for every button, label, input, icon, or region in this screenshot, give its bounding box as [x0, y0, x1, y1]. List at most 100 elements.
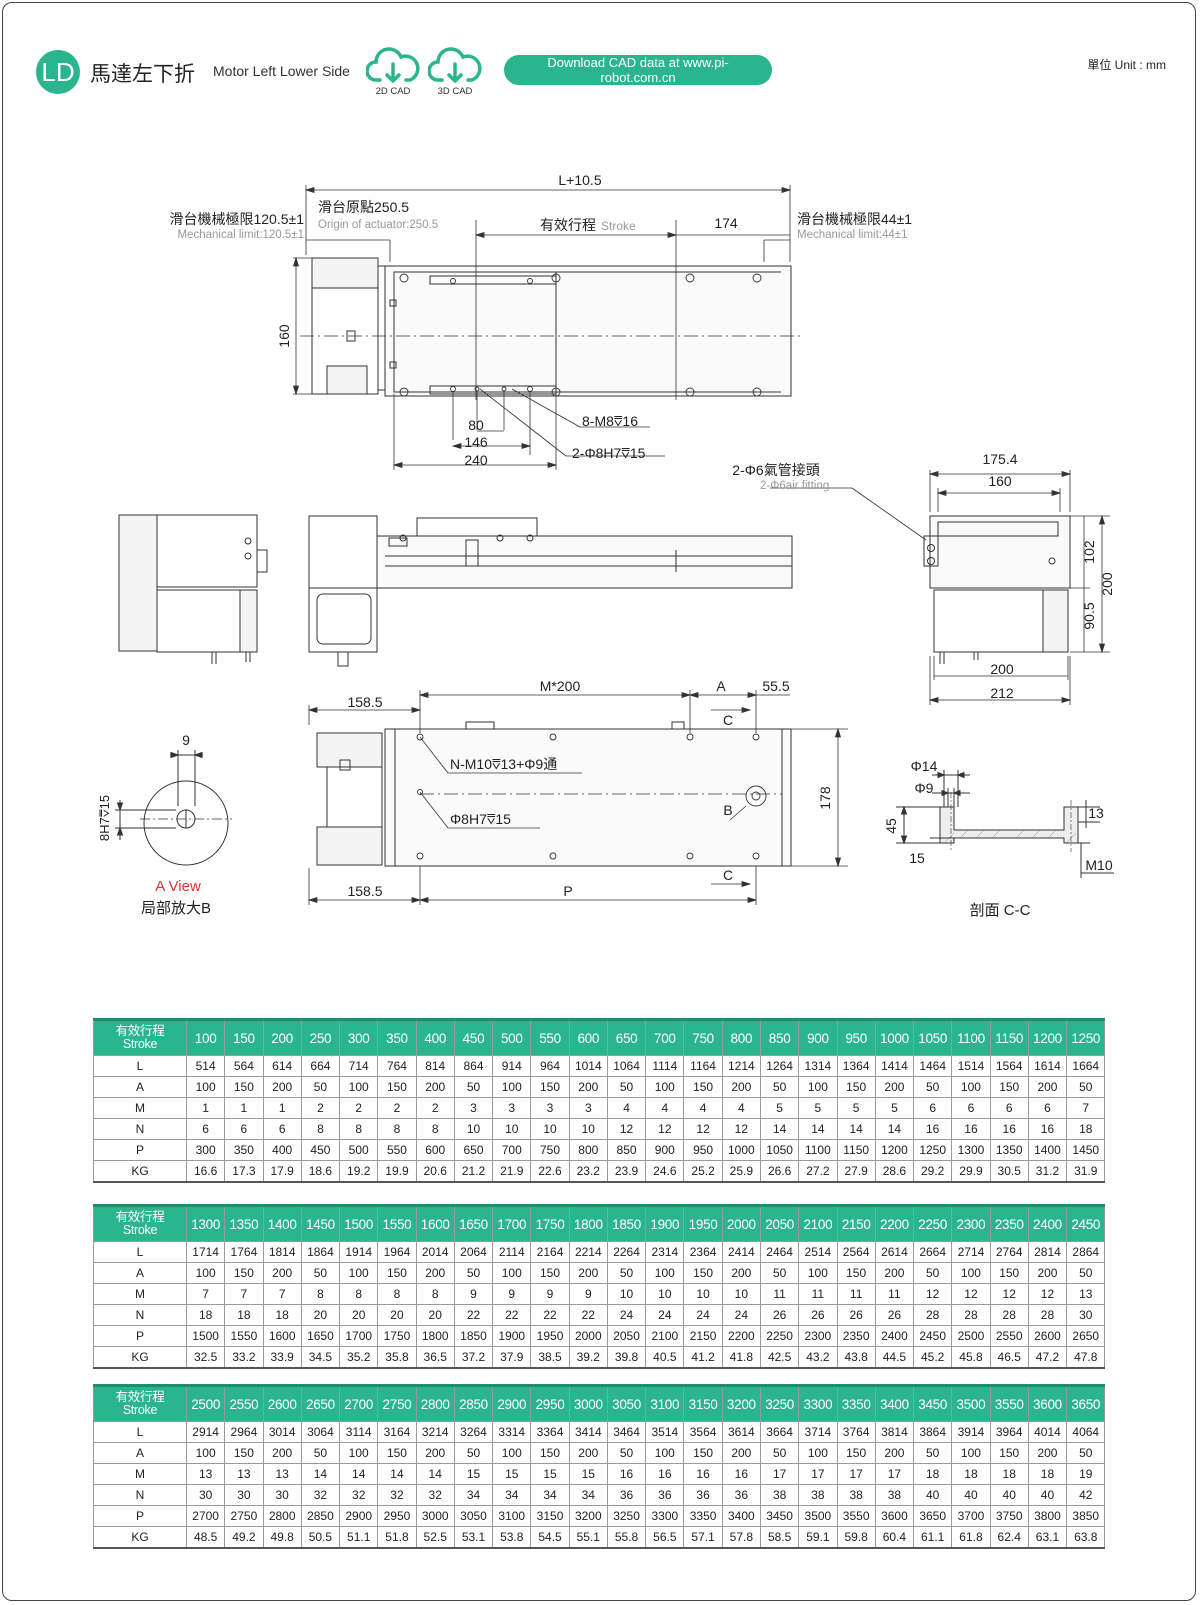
stroke-value: 1050: [913, 1018, 953, 1056]
table-cell: 36: [721, 1484, 761, 1506]
table-cell: 3700: [951, 1505, 991, 1527]
stroke-value: 400: [415, 1018, 455, 1056]
top-view-labels: L+10.5 滑台機械極限120.5±1 Mechanical limit:12…: [169, 172, 912, 468]
dim-160: 160: [276, 324, 292, 348]
table-cell: 32.5: [185, 1346, 226, 1369]
table-cell: 3364: [530, 1421, 570, 1443]
header: LD 馬達左下折 Motor Left Lower Side 2D CAD 3D…: [36, 47, 1166, 97]
table-cell: 59.8: [836, 1526, 876, 1549]
table-cell: 1164: [683, 1055, 723, 1077]
table-cell: 2414: [721, 1241, 761, 1263]
table-cell: 2164: [530, 1241, 570, 1263]
table-cell: 200: [721, 1076, 761, 1098]
table-cell: 39.2: [568, 1346, 608, 1369]
table-cell: 10: [606, 1283, 647, 1305]
table-cell: 3864: [913, 1421, 953, 1443]
cad-2d-download[interactable]: 2D CAD: [365, 46, 420, 98]
stroke-value: 3150: [683, 1384, 723, 1422]
stroke-value: 550: [530, 1018, 570, 1056]
table-cell: 30: [1066, 1304, 1106, 1326]
table-cell: 16: [606, 1463, 647, 1485]
stroke-value: 3350: [836, 1384, 876, 1422]
table-cell: 814: [415, 1055, 455, 1077]
table-cell: 200: [721, 1262, 761, 1284]
table-cell: 3264: [453, 1421, 494, 1443]
table-cell: 6: [989, 1097, 1029, 1119]
table-cell: 3350: [683, 1505, 723, 1527]
stroke-value: 2550: [224, 1384, 264, 1422]
table-cell: 1800: [415, 1325, 455, 1347]
table-cell: 2500: [951, 1325, 991, 1347]
stroke-value: 3400: [874, 1384, 915, 1422]
table-cell: 29.9: [951, 1160, 991, 1183]
cad-3d-download[interactable]: 3D CAD: [427, 46, 482, 98]
stroke-value: 1550: [377, 1204, 417, 1242]
table-cell: 21.2: [453, 1160, 494, 1183]
table-cell: 150: [683, 1076, 723, 1098]
table-cell: 7: [262, 1283, 302, 1305]
table-cell: 28.6: [874, 1160, 915, 1183]
table-cell: 300: [185, 1139, 226, 1161]
table-cell: 3300: [645, 1505, 685, 1527]
stroke-value: 950: [836, 1018, 876, 1056]
dim-212: 212: [990, 685, 1014, 701]
table-cell: 16: [721, 1463, 761, 1485]
table-cell: 18.6: [300, 1160, 341, 1183]
table-cell: 2: [377, 1097, 417, 1119]
table-cell: 200: [568, 1076, 608, 1098]
table-cell: 150: [836, 1262, 876, 1284]
table-cell: 100: [185, 1076, 226, 1098]
table-cell: 42.5: [759, 1346, 800, 1369]
table-cell: 2264: [606, 1241, 647, 1263]
table-cell: 3414: [568, 1421, 608, 1443]
label-b: B: [723, 802, 732, 818]
table-cell: 59.1: [798, 1526, 838, 1549]
table-cell: 200: [874, 1262, 915, 1284]
table-cell: 42: [1066, 1484, 1106, 1506]
table-cell: 28: [1027, 1304, 1068, 1326]
stroke-value: 600: [568, 1018, 608, 1056]
table-cell: 22: [568, 1304, 608, 1326]
note-2phi8: 2-Φ8H7⩢15: [572, 445, 646, 461]
download-cad-button[interactable]: Download CAD data at www.pi-robot.com.cn: [504, 55, 772, 85]
table-cell: 45.2: [913, 1346, 953, 1369]
table-cell: 34: [492, 1484, 532, 1506]
end-view-labels: 175.4 160 2-Φ6氣管接頭 2-Φ6air fitting 102 2…: [732, 451, 1115, 701]
table-cell: 26: [759, 1304, 800, 1326]
table-cell: 61.8: [951, 1526, 991, 1549]
row-label: M: [93, 1283, 187, 1305]
table-cell: 18: [262, 1304, 302, 1326]
table-cell: 12: [989, 1283, 1029, 1305]
table-cell: 36.5: [415, 1346, 455, 1369]
table-cell: 200: [1027, 1262, 1068, 1284]
dim-200-vertical: 200: [1099, 572, 1115, 596]
stroke-value: 1150: [989, 1018, 1029, 1056]
table-cell: 22: [530, 1304, 570, 1326]
table-cell: 1964: [377, 1241, 417, 1263]
table-cell: 100: [645, 1262, 685, 1284]
table-cell: 3150: [530, 1505, 570, 1527]
table-cell: 37.2: [453, 1346, 494, 1369]
table-cell: 3714: [798, 1421, 838, 1443]
table-cell: 150: [989, 1262, 1029, 1284]
table-cell: 100: [951, 1262, 991, 1284]
table-cell: 1200: [874, 1139, 915, 1161]
table-cell: 11: [836, 1283, 876, 1305]
table-cell: 51.1: [339, 1526, 379, 1549]
table-cell: 14: [339, 1463, 379, 1485]
table-cell: 150: [377, 1076, 417, 1098]
table-cell: 1714: [185, 1241, 226, 1263]
table-cell: 10: [568, 1118, 608, 1140]
table-cell: 6: [224, 1118, 264, 1140]
stroke-value: 3450: [913, 1384, 953, 1422]
stroke-value: 450: [453, 1018, 494, 1056]
table-cell: 1464: [913, 1055, 953, 1077]
table-cell: 34.5: [300, 1346, 341, 1369]
table-cell: 150: [836, 1442, 876, 1464]
table-cell: 50: [1066, 1076, 1106, 1098]
stroke-value: 300: [339, 1018, 379, 1056]
